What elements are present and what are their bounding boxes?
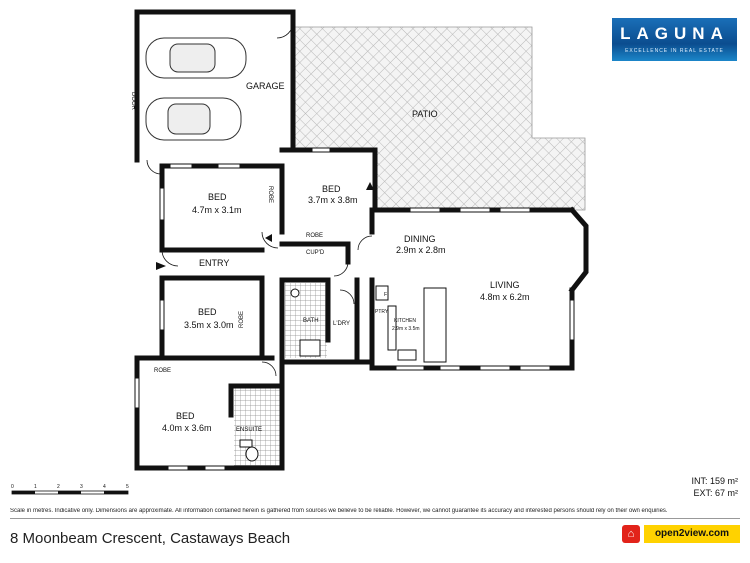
scale-tick-label: 0 — [11, 484, 14, 490]
bed1-name: BED — [208, 192, 227, 202]
external-area: EXT: 67 m² — [693, 488, 738, 498]
laguna-logo: LAGUNA EXCELLENCE IN REAL ESTATE — [612, 18, 737, 61]
scale-bar: 0 1 2 3 4 5 — [11, 484, 129, 495]
logo-name: LAGUNA — [620, 24, 729, 43]
house-icon: ⌂ — [622, 525, 640, 543]
entry-label: ENTRY — [199, 258, 229, 268]
open2view-logo: ⌂ open2view.com — [622, 524, 740, 544]
bed3-name: BED — [198, 307, 217, 317]
bed4-name: BED — [176, 411, 195, 421]
dining-size: 2.9m x 2.8m — [396, 245, 446, 255]
ensuite-label: ENSUITE — [236, 427, 262, 433]
brand-name: open2view.com — [644, 525, 740, 543]
bed2-robe-label: ROBE — [306, 233, 323, 239]
bed4-size: 4.0m x 3.6m — [162, 423, 212, 433]
pantry-label: PTRY — [375, 309, 389, 315]
car-icon — [145, 37, 247, 141]
fixtures — [239, 285, 447, 462]
property-address: 8 Moonbeam Crescent, Castaways Beach — [10, 530, 291, 547]
living-size: 4.8m x 6.2m — [480, 292, 530, 302]
doors — [146, 21, 373, 377]
dining-name: DINING — [404, 234, 436, 244]
internal-area: INT: 159 m² — [691, 476, 738, 486]
arrow-icons — [156, 182, 374, 270]
patio-area — [294, 26, 586, 211]
living-name: LIVING — [490, 280, 520, 290]
bed3-robe-label: ROBE — [239, 311, 245, 328]
bed3-size: 3.5m x 3.0m — [184, 320, 234, 330]
area-summary: INT: 159 m² EXT: 67 m² — [691, 475, 738, 499]
bed1-size: 4.7m x 3.1m — [192, 205, 242, 215]
garage-label: GARAGE — [246, 81, 285, 91]
door-label: DOOR — [130, 92, 136, 111]
divider — [10, 518, 740, 519]
bath-label: BATH — [303, 318, 319, 324]
bed2-name: BED — [322, 184, 341, 194]
patio-label: PATIO — [412, 109, 438, 119]
bed4-robe-label: ROBE — [154, 368, 171, 374]
bed1-robe-label: ROBE — [267, 186, 273, 203]
scale-tick-label: 3 — [80, 484, 83, 490]
scale-tick-label: 2 — [57, 484, 60, 490]
laundry-label: L'DRY — [333, 321, 350, 327]
windows — [134, 147, 575, 471]
scale-tick-label: 4 — [103, 484, 106, 490]
kitchen-name: KITCHEN — [394, 318, 416, 324]
logo-tagline: EXCELLENCE IN REAL ESTATE — [625, 48, 724, 54]
fridge-label: F — [384, 292, 387, 298]
bed2-size: 3.7m x 3.8m — [308, 195, 358, 205]
scale-tick-label: 1 — [34, 484, 37, 490]
disclaimer: Scale in metres. Indicative only. Dimens… — [10, 508, 668, 514]
kitchen-size: 2.9m x 3.5m — [392, 326, 420, 332]
cupd-label: CUP'D — [306, 250, 325, 256]
scale-tick-label: 5 — [126, 484, 129, 490]
